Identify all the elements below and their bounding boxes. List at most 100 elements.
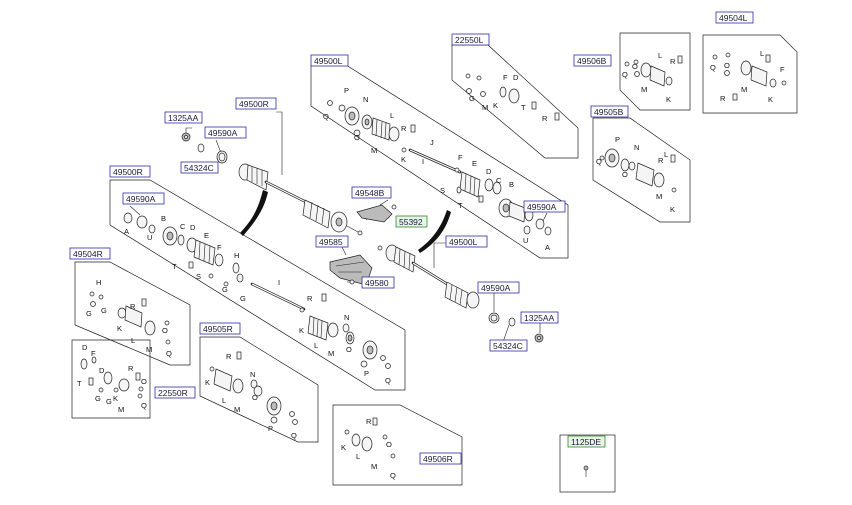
svg-text:K: K: [205, 378, 210, 387]
code-22550L[interactable]: 22550L: [451, 33, 490, 46]
svg-text:1325AA: 1325AA: [168, 113, 199, 123]
svg-text:54324C: 54324C: [184, 163, 214, 173]
svg-text:49506B: 49506B: [577, 56, 607, 66]
svg-text:S: S: [196, 272, 201, 281]
svg-text:M: M: [234, 405, 240, 414]
svg-text:L: L: [314, 341, 318, 350]
svg-text:1125DE: 1125DE: [571, 437, 601, 447]
svg-text:S: S: [440, 186, 445, 195]
svg-text:K: K: [666, 95, 671, 104]
svg-text:T: T: [77, 379, 82, 388]
svg-text:A: A: [545, 243, 550, 252]
svg-text:L: L: [760, 49, 764, 58]
svg-text:R: R: [670, 57, 676, 66]
code-49504L[interactable]: 49504L: [715, 11, 754, 24]
svg-text:R: R: [401, 124, 407, 133]
code-49506R[interactable]: 49506R: [419, 452, 462, 465]
svg-text:P: P: [268, 424, 273, 433]
code-49504R[interactable]: 49504R: [69, 247, 111, 260]
svg-text:49590A: 49590A: [126, 194, 156, 204]
kit-49506B-parts: [624, 55, 683, 87]
washer-top-small: [197, 143, 205, 153]
svg-text:O: O: [622, 170, 628, 179]
svg-text:R: R: [130, 302, 136, 311]
code-49548B[interactable]: 49548B: [351, 186, 392, 199]
washer-1325AA-mid: [534, 333, 544, 343]
svg-text:T: T: [172, 262, 177, 271]
svg-text:G: G: [469, 94, 475, 103]
screw-1125DE: [583, 465, 589, 477]
svg-text:49505B: 49505B: [594, 107, 624, 117]
code-49590A-right[interactable]: 49590A: [523, 200, 566, 213]
code-54324C-top[interactable]: 54324C: [180, 161, 219, 174]
code-49506B[interactable]: 49506B: [573, 54, 612, 67]
code-49590A-top[interactable]: 49590A: [204, 126, 247, 139]
code-49590A-mid[interactable]: 49590A: [477, 281, 520, 294]
code-49500R-left[interactable]: 49500R: [109, 165, 151, 178]
code-55392[interactable]: 55392: [395, 215, 428, 228]
svg-text:K: K: [113, 394, 118, 403]
code-49500L-top[interactable]: 49500L: [310, 54, 349, 67]
svg-text:B: B: [161, 214, 166, 223]
kit-22550R-parts: [80, 356, 144, 399]
svg-text:R: R: [226, 352, 232, 361]
panel-49504L: [702, 34, 798, 114]
svg-text:U: U: [147, 233, 152, 242]
code-1325AA-mid[interactable]: 1325AA: [520, 311, 559, 324]
svg-text:49590A: 49590A: [481, 283, 511, 293]
svg-text:N: N: [363, 95, 368, 104]
svg-text:D: D: [82, 343, 88, 352]
code-1325AA-top[interactable]: 1325AA: [164, 111, 203, 124]
code-49580[interactable]: 49580: [361, 276, 395, 289]
svg-text:N: N: [344, 313, 349, 322]
svg-text:K: K: [670, 205, 675, 214]
svg-text:D: D: [99, 366, 105, 375]
panel-49506R: [332, 404, 463, 486]
svg-text:F: F: [780, 65, 785, 74]
svg-text:49504L: 49504L: [719, 13, 748, 23]
svg-text:U: U: [523, 236, 528, 245]
svg-text:22550L: 22550L: [455, 35, 484, 45]
code-49505R[interactable]: 49505R: [199, 322, 241, 335]
svg-text:M: M: [146, 345, 152, 354]
code-49500L-mid[interactable]: 49500L: [445, 235, 488, 248]
kit-49505B-parts: [599, 148, 677, 193]
svg-text:C: C: [180, 222, 186, 231]
washer-mid-small: [508, 317, 516, 327]
panel-49504R: [74, 261, 191, 366]
code-22550R[interactable]: 22550R: [154, 386, 196, 399]
svg-text:O: O: [346, 345, 352, 354]
svg-text:L: L: [131, 336, 135, 345]
svg-text:O: O: [162, 326, 168, 335]
svg-text:R: R: [366, 417, 372, 426]
svg-text:54324C: 54324C: [493, 341, 523, 351]
code-49505B[interactable]: 49505B: [590, 105, 629, 118]
svg-text:G: G: [106, 397, 112, 406]
svg-text:Q: Q: [596, 157, 602, 166]
svg-text:L: L: [664, 150, 668, 159]
svg-text:49500L: 49500L: [449, 237, 478, 247]
panel-1125DE: [559, 434, 616, 493]
svg-text:L: L: [222, 396, 226, 405]
code-49500R-top[interactable]: 49500R: [235, 97, 277, 110]
svg-text:M: M: [741, 85, 747, 94]
svg-text:O: O: [632, 62, 638, 71]
svg-text:49500R: 49500R: [239, 99, 269, 109]
svg-text:R: R: [128, 364, 134, 373]
kit-49504R-parts: [89, 291, 171, 345]
code-1125DE[interactable]: 1125DE: [567, 435, 606, 448]
code-54324C-mid[interactable]: 54324C: [489, 339, 528, 352]
svg-text:49504R: 49504R: [73, 249, 103, 259]
svg-text:M: M: [328, 349, 334, 358]
svg-text:C: C: [496, 176, 502, 185]
svg-text:E: E: [472, 159, 477, 168]
svg-text:N: N: [634, 143, 639, 152]
code-49590A-left[interactable]: 49590A: [122, 192, 165, 205]
connector-arc-left: [240, 190, 268, 236]
code-49585[interactable]: 49585: [315, 235, 349, 248]
assembled-shaft-49500R: [238, 163, 363, 236]
svg-text:P: P: [615, 135, 620, 144]
svg-text:M: M: [118, 405, 124, 414]
